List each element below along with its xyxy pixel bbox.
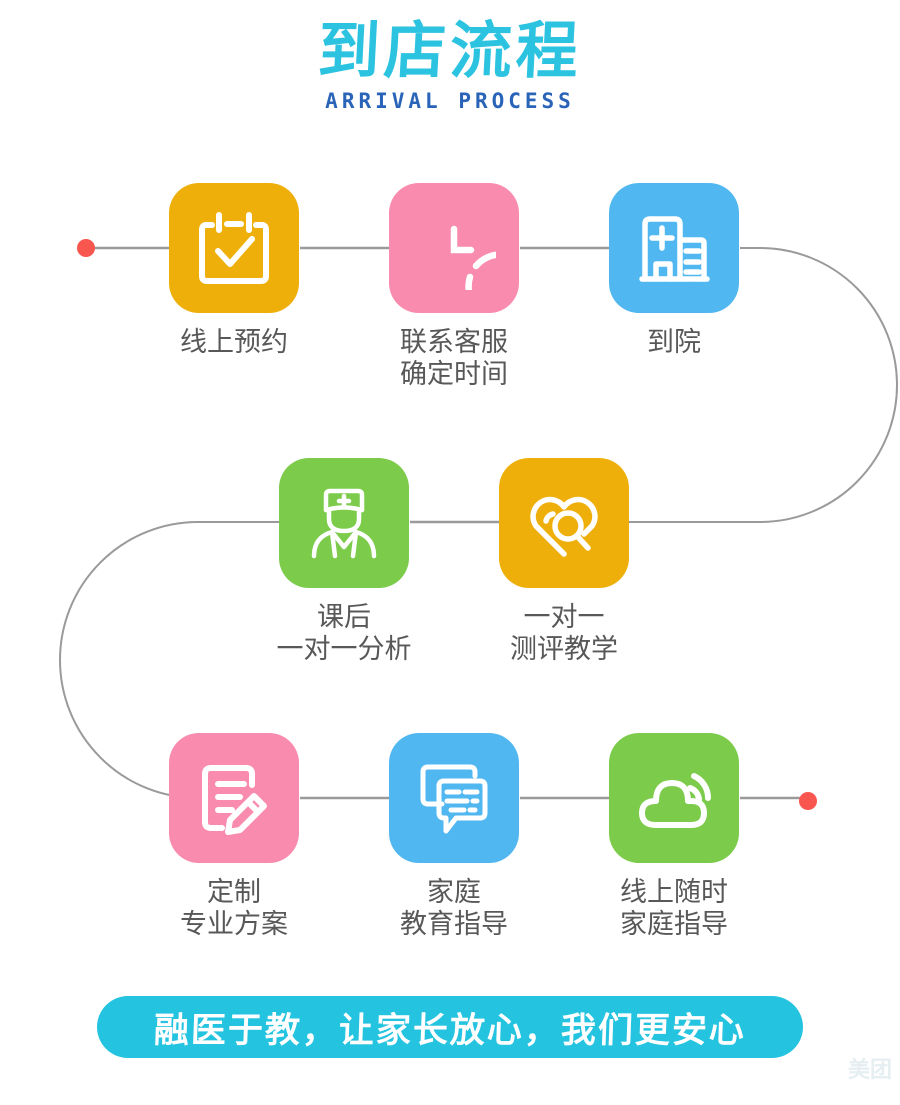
flow-step-6-label: 定制 专业方案 [180, 877, 288, 940]
flow-step-3-label: 到院 [647, 327, 701, 358]
flow-step-1[interactable]: 线上预约 [144, 183, 324, 359]
cloud-signal-icon [639, 773, 712, 828]
flow-step-1-tile[interactable] [169, 183, 299, 313]
page-title: 到店流程 [316, 14, 584, 87]
bottom-banner-text: 融医于教，让家长放心，我们更安心 [153, 1010, 747, 1051]
doctor-icon [311, 488, 377, 559]
bottom-banner: 融医于教，让家长放心，我们更安心 [97, 996, 803, 1058]
flow-step-8[interactable]: 线上随时 家庭指导 [584, 733, 764, 941]
flow-step-4-tile[interactable] [279, 458, 409, 588]
chat-bubbles-icon [420, 764, 488, 834]
page-subtitle: ARRIVAL PROCESS [325, 89, 575, 114]
flow-step-3-tile[interactable] [609, 183, 739, 313]
flow-step-7-tile[interactable] [389, 733, 519, 863]
flow-step-8-tile[interactable] [609, 733, 739, 863]
watermark-secondary: 美团 [847, 1058, 892, 1083]
flow-step-2-label: 联系客服 确定时间 [400, 327, 508, 390]
flow-step-7[interactable]: 家庭 教育指导 [364, 733, 544, 941]
flow-step-6-tile[interactable] [169, 733, 299, 863]
watermark-primary: 美团 [811, 1055, 872, 1088]
clock-icon [450, 225, 496, 290]
flow-step-4-label: 课后 一对一分析 [276, 602, 412, 665]
hospital-icon [639, 216, 710, 282]
flow-step-3[interactable]: 到院 [584, 183, 764, 359]
flow-step-1-label: 线上预约 [180, 327, 288, 358]
flow-step-8-label: 线上随时 家庭指导 [620, 877, 728, 940]
page-header: 到店流程 ARRIVAL PROCESS [0, 14, 900, 114]
flow-step-2[interactable]: 联系客服 确定时间 [364, 183, 544, 391]
heart-search-icon [530, 496, 598, 557]
document-edit-icon [202, 765, 267, 835]
flow-step-2-tile[interactable] [389, 183, 519, 313]
flow-step-4[interactable]: 课后 一对一分析 [254, 458, 434, 666]
calendar-check-icon [199, 212, 269, 284]
flow-step-6[interactable]: 定制 专业方案 [144, 733, 324, 941]
flow-step-7-label: 家庭 教育指导 [400, 877, 508, 940]
flow-step-5-label: 一对一 测评教学 [510, 602, 618, 665]
flow-step-5-tile[interactable] [499, 458, 629, 588]
flow-step-5[interactable]: 一对一 测评教学 [474, 458, 654, 666]
